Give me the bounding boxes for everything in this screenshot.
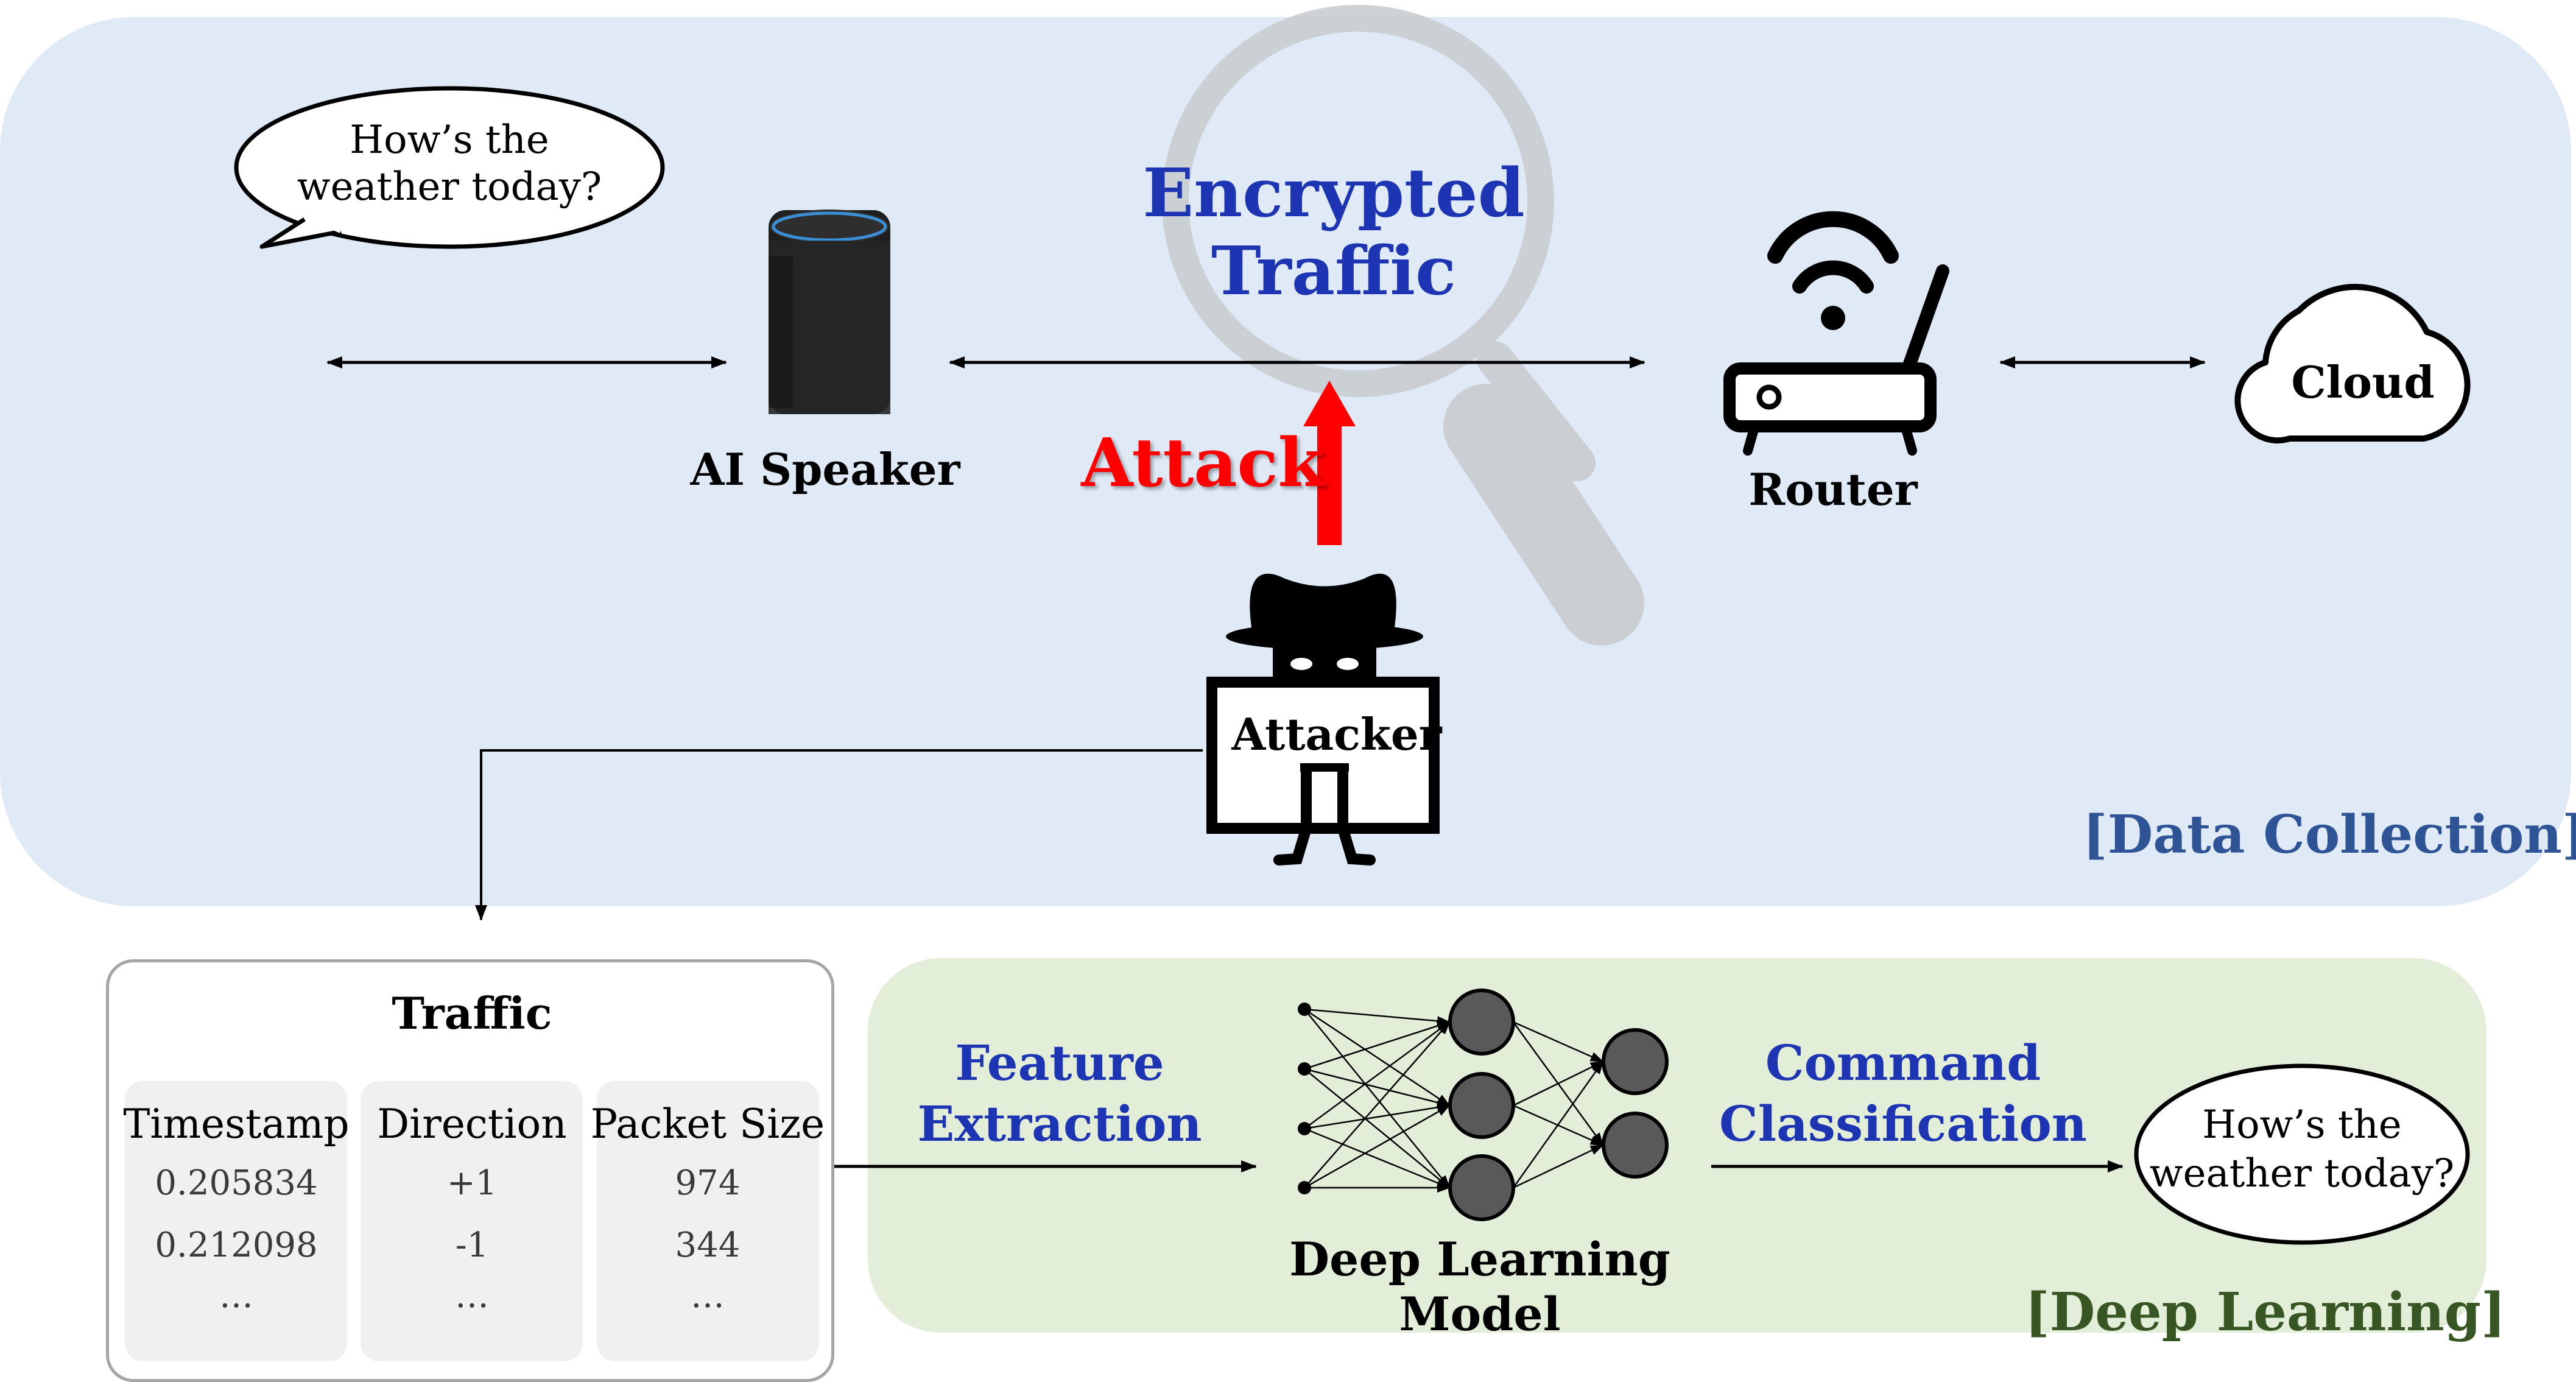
attack-label: Attack (1081, 423, 1325, 502)
attacker-label: Attacker (1231, 708, 1442, 760)
router-icon (1723, 211, 1949, 456)
table-cell: 0.212098 (155, 1225, 318, 1265)
table-column-timestamp (125, 1081, 347, 1361)
cloud-label: Cloud (2291, 356, 2435, 408)
table-cell: … (691, 1276, 725, 1316)
router-label: Router (1748, 464, 1918, 515)
table-cell: … (455, 1276, 489, 1316)
output-bubble (2134, 1063, 2470, 1245)
command-classification-line2: Classification (1719, 1095, 2087, 1152)
ai-speaker-label: AI Speaker (690, 443, 960, 495)
column-header-direction: Direction (377, 1101, 567, 1148)
column-header-timestamp: Timestamp (123, 1101, 350, 1148)
speech-bubble (234, 86, 665, 249)
attacker-icon (1206, 573, 1440, 866)
attack-arrow (1303, 381, 1356, 545)
feature-extraction-line1: Feature (955, 1034, 1164, 1091)
feature-extraction-line2: Extraction (917, 1095, 1202, 1152)
data-collection-tag: [Data Collection] (2083, 804, 2576, 866)
table-cell: 344 (675, 1225, 741, 1265)
encrypted-traffic-line2: Traffic (1211, 231, 1457, 310)
speech-bubble-line1: How’s the (350, 118, 549, 163)
neural-network-icon (1298, 989, 1669, 1221)
encrypted-traffic-line1: Encrypted (1142, 153, 1525, 232)
table-cell: -1 (455, 1225, 489, 1265)
traffic-table-title: Traffic (392, 987, 552, 1039)
deep-learning-tag: [Deep Learning] (2025, 1282, 2506, 1343)
table-cell: … (219, 1276, 253, 1316)
speech-bubble-line2: weather today? (297, 164, 602, 210)
magnifier-icon (1162, 5, 1644, 646)
column-header-packet-size: Packet Size (590, 1101, 825, 1148)
table-column-direction (361, 1081, 583, 1361)
command-classification-line1: Command (1765, 1034, 2041, 1091)
model-label-line1: Deep Learning (1289, 1232, 1670, 1286)
table-column-packet-size (597, 1081, 819, 1361)
cloud-icon (2234, 284, 2471, 444)
ai-speaker-icon (769, 210, 890, 414)
output-bubble-line1: How’s the (2202, 1102, 2402, 1148)
attacker-traffic-arrow (475, 749, 1203, 921)
model-label-line2: Model (1399, 1287, 1561, 1341)
table-cell: 974 (675, 1163, 741, 1203)
table-cell: 0.205834 (155, 1163, 318, 1203)
output-bubble-line2: weather today? (2149, 1151, 2455, 1196)
table-cell: +1 (446, 1163, 498, 1203)
